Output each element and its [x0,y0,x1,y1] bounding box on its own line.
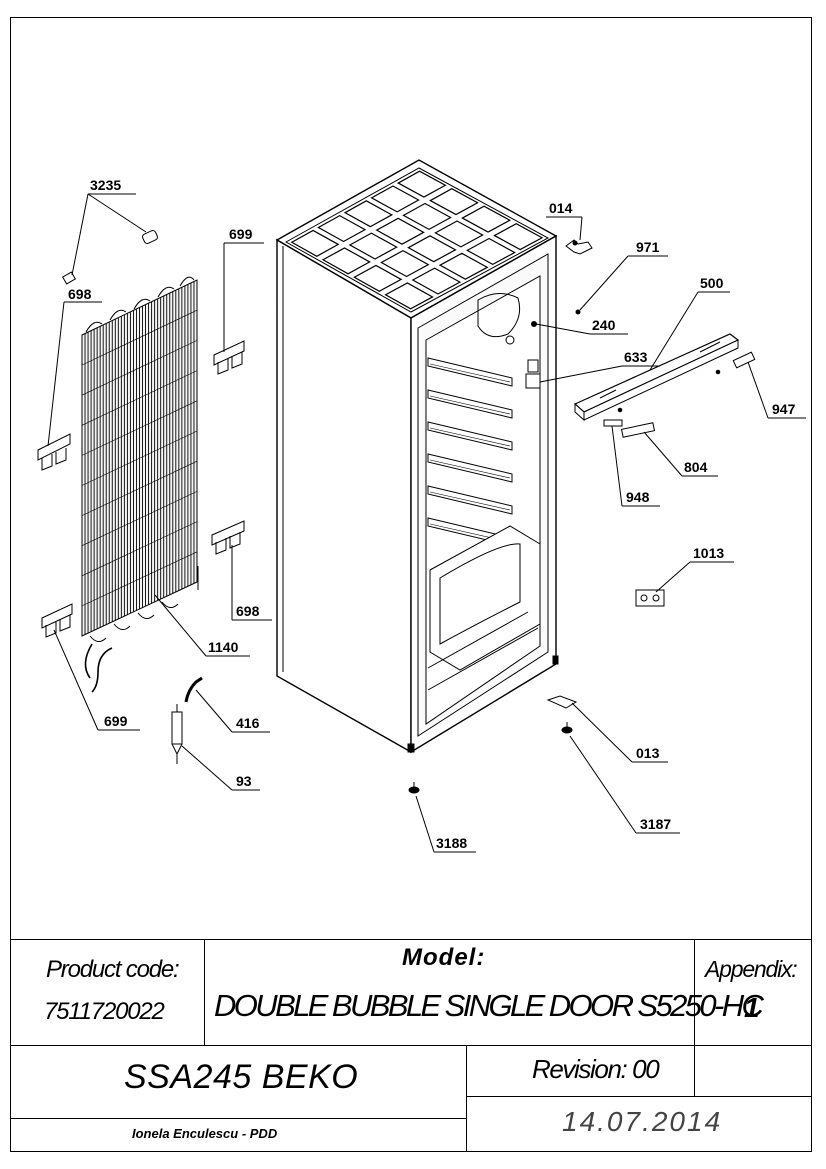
callout-93: 93 [236,773,252,789]
callout-014: 014 [549,200,573,216]
part-500-control-panel [573,333,740,422]
exploded-parts-diagram: 3235 698 699 698 1140 699 416 93 014 971… [37,159,806,853]
part-804 [620,422,656,438]
part-93-drier [171,704,183,764]
callout-3188: 3188 [436,835,467,851]
callout-699-top: 699 [229,226,253,242]
callout-labels: 3235 698 699 698 1140 699 416 93 014 971… [68,177,796,851]
model-label: Model: [402,944,486,971]
author: Ionela Enculescu - PDD [132,1126,278,1141]
callout-804: 804 [684,459,708,475]
part-1013-label [635,589,665,607]
part-948 [603,419,623,427]
bracket-699-top [213,340,245,375]
part-013 [546,695,578,709]
product-code-label: Product code: [46,956,180,983]
callout-240: 240 [592,317,616,333]
callout-416: 416 [236,715,260,731]
callout-699-bottom: 699 [104,713,128,729]
appendix-value: 1 [744,992,760,1023]
callout-633: 633 [624,349,648,365]
part-947 [732,351,756,369]
appendix-label: Appendix: [705,956,798,982]
bracket-698-right [211,520,245,555]
date: 14.07.2014 [562,1106,723,1137]
callout-948: 948 [626,489,650,505]
part-3188-foot [408,782,420,794]
callout-971: 971 [636,239,660,255]
fridge-cabinet [275,159,559,754]
bracket-699-bottom [41,603,73,638]
model-name: DOUBLE BUBBLE SINGLE DOOR S5250-HC [214,988,764,1023]
part-3187-foot [561,722,573,734]
brand-model: SSA245 BEKO [124,1058,359,1096]
condenser-coil [61,271,199,693]
bracket-698-left [37,433,71,471]
callout-013: 013 [636,745,660,761]
drawing-frame [10,17,812,1152]
callout-500: 500 [700,275,724,291]
callout-3235: 3235 [90,177,121,193]
part-416 [184,676,203,703]
callout-698-right: 698 [236,603,260,619]
callout-1140: 1140 [208,639,239,655]
revision: Revision: 00 [532,1054,660,1084]
callout-698-left: 698 [68,286,92,302]
callout-947: 947 [772,401,796,417]
leader-lines [47,193,806,853]
callout-3187: 3187 [640,816,671,832]
part-014 [565,239,593,255]
callout-1013: 1013 [693,545,724,561]
part-633 [525,373,541,389]
product-code-value: 7511720022 [44,998,165,1025]
part-3235 [142,229,158,245]
